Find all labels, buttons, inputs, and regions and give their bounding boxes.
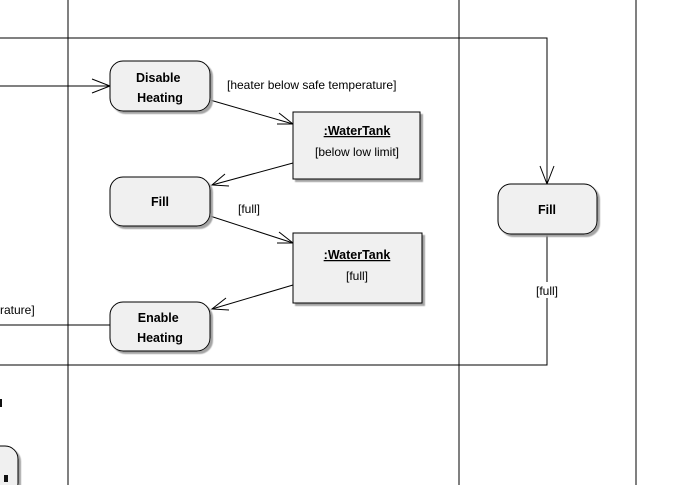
object-watertank-full-name: :WaterTank bbox=[324, 248, 391, 262]
action-fill-left-box bbox=[109, 176, 211, 227]
action-fill-right-box bbox=[497, 183, 598, 235]
edge-fill-right-to-bottom bbox=[459, 235, 548, 366]
edge-tank-low-to-fill bbox=[211, 162, 294, 186]
action-fill-right: Fill bbox=[497, 183, 598, 235]
action-enable-heating-box bbox=[109, 301, 211, 352]
guard-heater-below-safe-temperature: [heater below safe temperature] bbox=[227, 78, 396, 92]
guard-full-right: [full] bbox=[536, 284, 558, 298]
object-watertank-full-box bbox=[292, 232, 423, 304]
arrowhead-tank-full bbox=[277, 231, 295, 244]
object-watertank-low-name: :WaterTank bbox=[324, 124, 391, 138]
guard-full-right-backdrop bbox=[531, 282, 563, 298]
partial-action-node-left-edge bbox=[0, 445, 19, 485]
action-fill-right-label: Fill bbox=[538, 203, 556, 217]
object-watertank-low-box bbox=[292, 111, 421, 180]
action-disable-heating-box bbox=[109, 60, 211, 112]
svg-text:Disable Heating: Disable Heating bbox=[136, 71, 184, 105]
guard-full-left: [full] bbox=[238, 202, 260, 216]
edge-top-to-fill-right bbox=[459, 37, 548, 184]
action-enable-heating-label-1: Enable bbox=[138, 311, 179, 325]
action-disable-heating: Disable Heating bbox=[109, 60, 211, 112]
edge-fill-to-tank-full bbox=[209, 215, 294, 244]
svg-text:Enable Heating: Enable Heating bbox=[137, 311, 183, 345]
action-fill-left: Fill bbox=[109, 176, 211, 227]
swimlane-frame bbox=[0, 0, 637, 485]
partial-mark-left-edge bbox=[0, 399, 2, 407]
edge-disable-to-tank-low bbox=[209, 99, 294, 125]
arrowhead-fill-left bbox=[210, 173, 230, 187]
object-watertank-low-state: [below low limit] bbox=[315, 145, 399, 159]
action-fill-left-label: Fill bbox=[151, 195, 169, 209]
edge-tank-full-to-enable bbox=[211, 284, 294, 310]
arrowhead-enable-heating bbox=[210, 297, 230, 311]
object-watertank-low: :WaterTank [below low limit] bbox=[292, 111, 421, 180]
arrowhead-tank-low bbox=[277, 112, 295, 125]
action-enable-heating-label-2: Heating bbox=[137, 331, 183, 345]
action-enable-heating: Enable Heating bbox=[109, 301, 211, 352]
partial-action-node-text-stub bbox=[4, 475, 8, 482]
object-watertank-full-state: [full] bbox=[346, 269, 368, 283]
partial-guard-left-edge: rature] bbox=[0, 303, 35, 317]
object-watertank-full: :WaterTank [full] bbox=[292, 232, 423, 304]
action-disable-heating-label-2: Heating bbox=[137, 91, 183, 105]
action-disable-heating-label-1: Disable bbox=[136, 71, 181, 85]
